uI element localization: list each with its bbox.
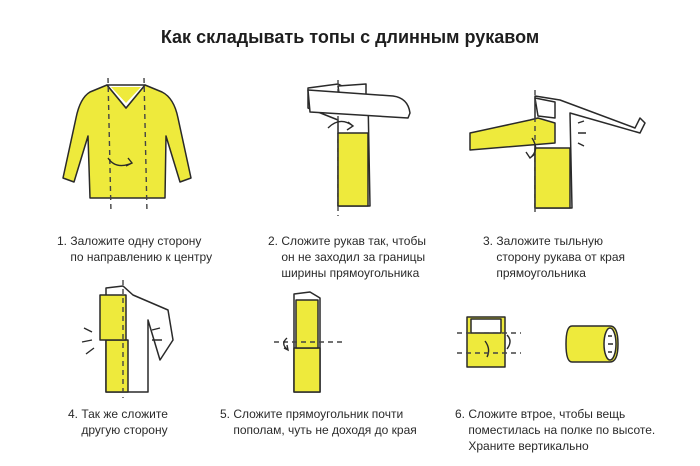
- caption-line: по направлению к центру: [57, 250, 213, 264]
- step-1-caption: 1. Заложите одну сторону по направлению …: [57, 233, 212, 265]
- caption-line: 4. Так же сложите: [68, 407, 168, 421]
- caption-line: сторону рукава от края: [483, 250, 625, 264]
- caption-line: другую сторону: [68, 423, 168, 437]
- step-6-caption: 6. Сложите втрое, чтобы вещь поместилась…: [455, 406, 655, 454]
- caption-line: прямоугольника: [483, 266, 586, 280]
- caption-line: 2. Сложите рукав так, чтобы: [268, 234, 426, 248]
- caption-line: Храните вертикально: [455, 439, 589, 453]
- caption-line: ширины прямоугольника: [268, 266, 420, 280]
- step-4-caption: 4. Так же сложите другую сторону: [68, 406, 168, 438]
- caption-line: 6. Сложите втрое, чтобы вещь: [455, 407, 626, 421]
- step-4-illustration: [81, 280, 174, 398]
- page-title: Как складывать топы с длинным рукавом: [160, 27, 540, 47]
- caption-line: 1. Заложите одну сторону: [57, 234, 202, 248]
- step-5-caption: 5. Сложите прямоугольник почти пополам, …: [220, 406, 417, 438]
- step-2-caption: 2. Сложите рукав так, чтобы он не заходи…: [268, 233, 426, 281]
- step-2-illustration: [307, 80, 411, 216]
- step-3-caption: 3. Заложите тыльную сторону рукава от кр…: [483, 233, 625, 281]
- caption-line: 3. Заложите тыльную: [483, 234, 604, 248]
- step-6-illustration-folded: [457, 316, 521, 368]
- caption-line: он не заходил за границы: [268, 250, 426, 264]
- caption-line: 5. Сложите прямоугольник почти: [220, 407, 404, 421]
- step-3-illustration: [469, 90, 646, 216]
- step-1-illustration: [62, 77, 192, 214]
- caption-line: пополам, чуть не доходя до края: [220, 423, 417, 437]
- step-6-illustration-rolled: [565, 325, 619, 363]
- caption-line: поместилась на полке по высоте.: [455, 423, 656, 437]
- step-5-illustration: [274, 291, 344, 393]
